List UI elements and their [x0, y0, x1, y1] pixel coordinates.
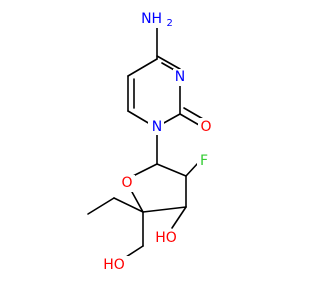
bond-c1prime-o4prime — [132, 163, 158, 177]
bond-n1-c6 — [127, 110, 151, 125]
bond-o4prime-c4prime — [131, 191, 144, 213]
fluorine-label-bg — [197, 152, 212, 169]
hydroxymethyl-oh-label: HO — [103, 257, 125, 273]
bond-layer — [87, 27, 204, 258]
bond-c2-o-double-a — [179, 113, 200, 126]
carbonyl-o-label-bg — [198, 118, 214, 135]
n1-label: N — [152, 119, 162, 135]
carbonyl-o-label: O — [200, 119, 211, 135]
fluorine-label: F — [200, 153, 208, 169]
bond-c3prime-oh — [171, 206, 187, 229]
ring-oh-label-bg — [155, 229, 181, 246]
bond-c2prime-c1prime — [156, 163, 187, 177]
label-layer: NH 2 N N O O F HO HO — [103, 10, 214, 273]
bond-c2-n1 — [161, 113, 181, 125]
amine-text: NH — [141, 11, 162, 27]
bond-c2-o-double-b — [183, 107, 204, 120]
n3-label: N — [175, 69, 185, 85]
bond-c4prime-c3prime — [142, 206, 187, 213]
bond-ch2-ch3 — [87, 197, 115, 215]
n1-label-bg — [148, 118, 164, 135]
ring-oh-label: HO — [155, 230, 177, 246]
hydroxymethyl-oh-label-bg — [104, 256, 130, 273]
amine-label-bg — [145, 10, 171, 28]
bond-c2prime-f — [185, 162, 199, 177]
bond-c4prime-ch2 — [113, 197, 144, 213]
bond-c5-c4 — [127, 58, 158, 77]
ring-o-label: O — [121, 175, 132, 191]
bond-c4-n3 — [156, 55, 181, 70]
ring-o-label-bg — [119, 175, 135, 192]
n3-label-bg — [173, 69, 188, 86]
amine-label: NH 2 — [141, 11, 173, 29]
molecule-diagram: NH 2 N N O O F HO HO — [87, 10, 214, 273]
amine-subscript: 2 — [167, 18, 173, 29]
bond-c5prime-o5prime — [125, 245, 144, 258]
